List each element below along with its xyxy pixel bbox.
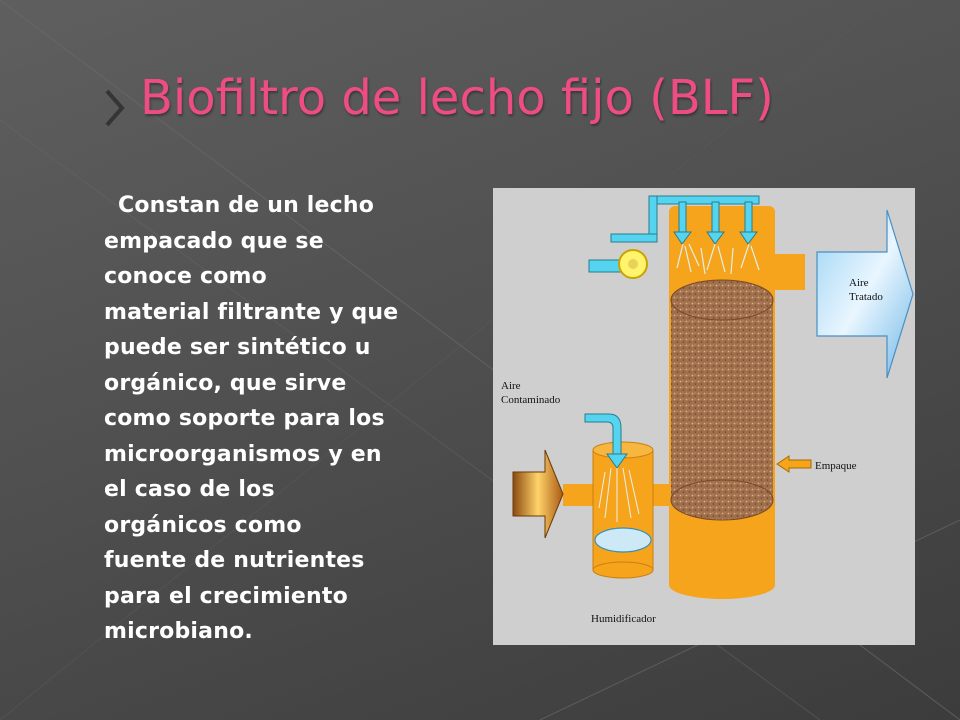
title-chevron-icon xyxy=(105,89,125,127)
water-spray xyxy=(676,243,760,275)
body-line: para el crecimiento xyxy=(104,583,348,609)
body-line: orgánicos como xyxy=(104,512,302,538)
empaque-label: Empaque xyxy=(815,460,857,472)
contaminated-air-arrow: Aire Contaminado xyxy=(501,380,564,539)
body-line: Constan de un lecho xyxy=(118,193,375,218)
body-line: empacado que se xyxy=(104,228,324,254)
slide-title: Biofiltro de lecho fijo (BLF) xyxy=(140,70,774,126)
slide-body-text: Constan de un lecho empacado que se cono… xyxy=(104,188,460,650)
humidifier: Humidificador xyxy=(584,413,656,625)
treated-air-arrow: Aire Tratado xyxy=(816,209,914,379)
aire-contaminado-label-2: Contaminado xyxy=(501,394,561,406)
spray-distributor xyxy=(610,195,760,245)
biofilter-column xyxy=(669,206,805,599)
aire-tratado-label-2: Tratado xyxy=(849,291,883,303)
body-line: microorganismos y en xyxy=(104,441,382,467)
body-line: como soporte para los xyxy=(104,406,385,431)
body-line: microbiano. xyxy=(104,619,253,644)
body-line: orgánico, que sirve xyxy=(104,370,347,396)
body-line: puede ser sintético u xyxy=(104,335,371,360)
pump-icon xyxy=(588,249,648,279)
body-line: conoce como xyxy=(104,264,267,289)
biofilter-diagram: Aire Tratado Empaque Aire Contaminado Hu… xyxy=(493,188,915,645)
aire-contaminado-label-1: Aire xyxy=(501,380,521,392)
body-line: fuente de nutrientes xyxy=(104,548,365,573)
aire-tratado-label-1: Aire xyxy=(849,277,869,289)
body-line: el caso de los xyxy=(104,477,275,502)
packing-bed xyxy=(671,300,773,500)
body-line: material filtrante y que xyxy=(104,299,399,325)
humidificador-label: Humidificador xyxy=(591,613,656,625)
empaque-pointer: Empaque xyxy=(776,455,857,473)
